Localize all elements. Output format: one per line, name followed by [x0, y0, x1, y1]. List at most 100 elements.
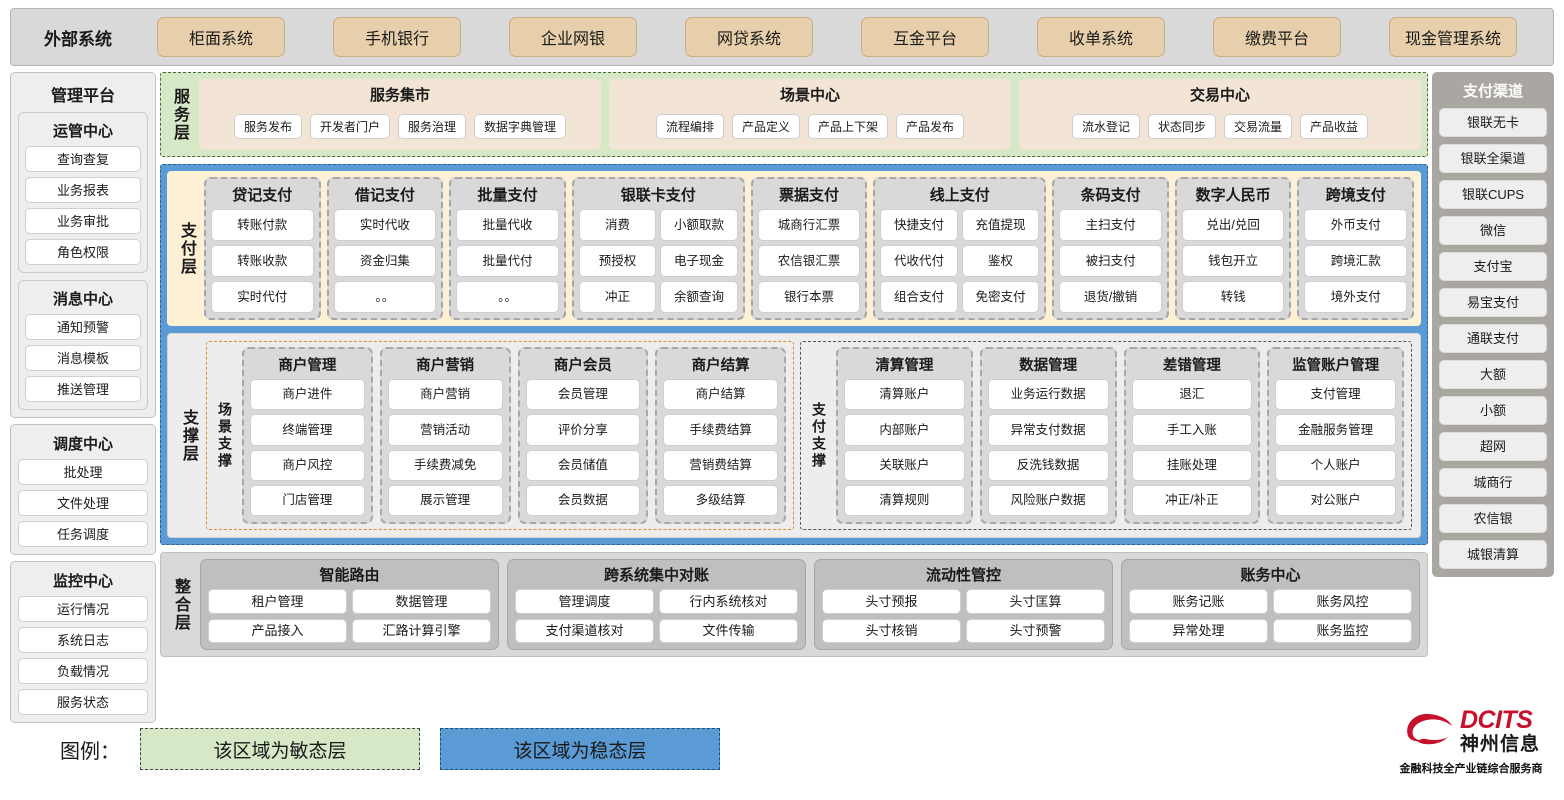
management-item[interactable]: 通知预警	[25, 314, 141, 340]
management-item[interactable]: 业务审批	[25, 208, 141, 234]
integration-item[interactable]: 账务监控	[1273, 618, 1412, 643]
payment-item[interactable]: 批量代付	[456, 245, 559, 277]
support-item[interactable]: 个人账户	[1275, 449, 1396, 481]
payment-channel-item[interactable]: 城银清算	[1439, 540, 1547, 569]
support-item[interactable]: 金融服务管理	[1275, 414, 1396, 446]
payment-item[interactable]: 外币支付	[1304, 209, 1408, 241]
payment-item[interactable]: 组合支付	[880, 281, 958, 313]
payment-channel-item[interactable]: 银联全渠道	[1439, 144, 1547, 173]
payment-item[interactable]: 农信银汇票	[757, 245, 861, 277]
payment-channel-item[interactable]: 小额	[1439, 396, 1547, 425]
integration-item[interactable]: 头寸匡算	[966, 589, 1105, 614]
payment-channel-item[interactable]: 银联CUPS	[1439, 180, 1547, 209]
payment-item[interactable]: 资金归集	[333, 245, 437, 277]
payment-item[interactable]: 电子现金	[660, 245, 738, 277]
support-item[interactable]: 反洗钱数据	[987, 449, 1109, 481]
payment-item[interactable]: 鉴权	[961, 245, 1040, 277]
support-item[interactable]: 业务运行数据	[987, 379, 1109, 411]
payment-item[interactable]: 转账收款	[211, 245, 314, 277]
payment-channel-item[interactable]: 大额	[1439, 360, 1547, 389]
support-item[interactable]: 商户营销	[387, 379, 503, 411]
support-item[interactable]: 商户结算	[663, 379, 778, 411]
support-item[interactable]: 会员储值	[525, 449, 641, 481]
integration-item[interactable]: 账务记账	[1129, 589, 1268, 614]
integration-item[interactable]: 账务风控	[1273, 589, 1412, 614]
support-item[interactable]: 评价分享	[525, 414, 641, 446]
support-item[interactable]: 支付管理	[1275, 379, 1396, 411]
payment-item[interactable]: 余额查询	[660, 281, 738, 313]
payment-item[interactable]: 境外支付	[1304, 281, 1408, 313]
payment-channel-item[interactable]: 支付宝	[1439, 252, 1547, 281]
integration-item[interactable]: 头寸核销	[822, 618, 961, 643]
management-item[interactable]: 服务状态	[18, 689, 148, 715]
management-item[interactable]: 角色权限	[25, 239, 141, 265]
support-item[interactable]: 营销活动	[387, 414, 503, 446]
service-item[interactable]: 状态同步	[1147, 114, 1216, 139]
payment-item[interactable]: 城商行汇票	[757, 209, 861, 241]
management-item[interactable]: 查询查复	[25, 146, 141, 172]
payment-item[interactable]: 免密支付	[961, 281, 1040, 313]
external-system-chip[interactable]: 网贷系统	[685, 17, 813, 57]
management-item[interactable]: 推送管理	[25, 376, 141, 402]
payment-item[interactable]: 。。	[456, 281, 559, 313]
integration-item[interactable]: 支付渠道核对	[515, 618, 654, 643]
support-item[interactable]: 关联账户	[844, 449, 965, 481]
external-system-chip[interactable]: 企业网银	[509, 17, 637, 57]
integration-item[interactable]: 异常处理	[1129, 618, 1268, 643]
support-item[interactable]: 风险账户数据	[987, 484, 1109, 516]
payment-item[interactable]: 兑出/兑回	[1181, 209, 1285, 241]
payment-item[interactable]: 被扫支付	[1059, 245, 1162, 277]
payment-channel-item[interactable]: 城商行	[1439, 468, 1547, 497]
payment-item[interactable]: 转账付款	[211, 209, 314, 241]
support-item[interactable]: 商户进件	[250, 379, 365, 411]
service-item[interactable]: 交易流量	[1224, 114, 1293, 139]
support-item[interactable]: 挂账处理	[1131, 449, 1253, 481]
support-item[interactable]: 多级结算	[663, 484, 778, 516]
support-item[interactable]: 展示管理	[387, 484, 503, 516]
support-item[interactable]: 冲正/补正	[1131, 484, 1253, 516]
payment-item[interactable]: 代收代付	[880, 245, 958, 277]
support-item[interactable]: 手续费结算	[663, 414, 778, 446]
integration-item[interactable]: 数据管理	[352, 589, 491, 614]
payment-item[interactable]: 实时代付	[211, 281, 314, 313]
external-system-chip[interactable]: 手机银行	[333, 17, 461, 57]
payment-channel-item[interactable]: 易宝支付	[1439, 288, 1547, 317]
management-item[interactable]: 批处理	[18, 459, 148, 485]
payment-item[interactable]: 消费	[578, 209, 657, 241]
integration-item[interactable]: 头寸预警	[966, 618, 1105, 643]
payment-item[interactable]: 转钱	[1181, 281, 1285, 313]
payment-item[interactable]: 退货/撤销	[1059, 281, 1162, 313]
support-item[interactable]: 退汇	[1131, 379, 1253, 411]
integration-item[interactable]: 汇路计算引擎	[352, 618, 491, 643]
management-item[interactable]: 系统日志	[18, 627, 148, 653]
management-item[interactable]: 任务调度	[18, 521, 148, 547]
payment-item[interactable]: 充值提现	[961, 209, 1040, 241]
service-item[interactable]: 产品收益	[1300, 114, 1369, 139]
support-item[interactable]: 对公账户	[1275, 484, 1396, 516]
support-item[interactable]: 门店管理	[250, 484, 365, 516]
payment-item[interactable]: 银行本票	[757, 281, 861, 313]
payment-item[interactable]: 跨境汇款	[1304, 245, 1408, 277]
payment-channel-item[interactable]: 通联支付	[1439, 324, 1547, 353]
integration-item[interactable]: 行内系统核对	[659, 589, 798, 614]
management-item[interactable]: 负载情况	[18, 658, 148, 684]
support-item[interactable]: 内部账户	[844, 414, 965, 446]
payment-item[interactable]: 主扫支付	[1059, 209, 1162, 241]
management-item[interactable]: 运行情况	[18, 596, 148, 622]
management-item[interactable]: 消息模板	[25, 345, 141, 371]
service-item[interactable]: 产品定义	[731, 114, 800, 139]
payment-channel-item[interactable]: 银联无卡	[1439, 108, 1547, 137]
external-system-chip[interactable]: 现金管理系统	[1389, 17, 1517, 57]
payment-item[interactable]: 。。	[333, 281, 437, 313]
support-item[interactable]: 终端管理	[250, 414, 365, 446]
integration-item[interactable]: 产品接入	[208, 618, 347, 643]
support-item[interactable]: 会员数据	[525, 484, 641, 516]
service-item[interactable]: 数据字典管理	[474, 114, 567, 139]
payment-item[interactable]: 冲正	[578, 281, 657, 313]
service-item[interactable]: 产品上下架	[808, 114, 889, 139]
payment-item[interactable]: 预授权	[578, 245, 657, 277]
payment-channel-item[interactable]: 农信银	[1439, 504, 1547, 533]
support-item[interactable]: 清算账户	[844, 379, 965, 411]
support-item[interactable]: 营销费结算	[663, 449, 778, 481]
management-item[interactable]: 文件处理	[18, 490, 148, 516]
